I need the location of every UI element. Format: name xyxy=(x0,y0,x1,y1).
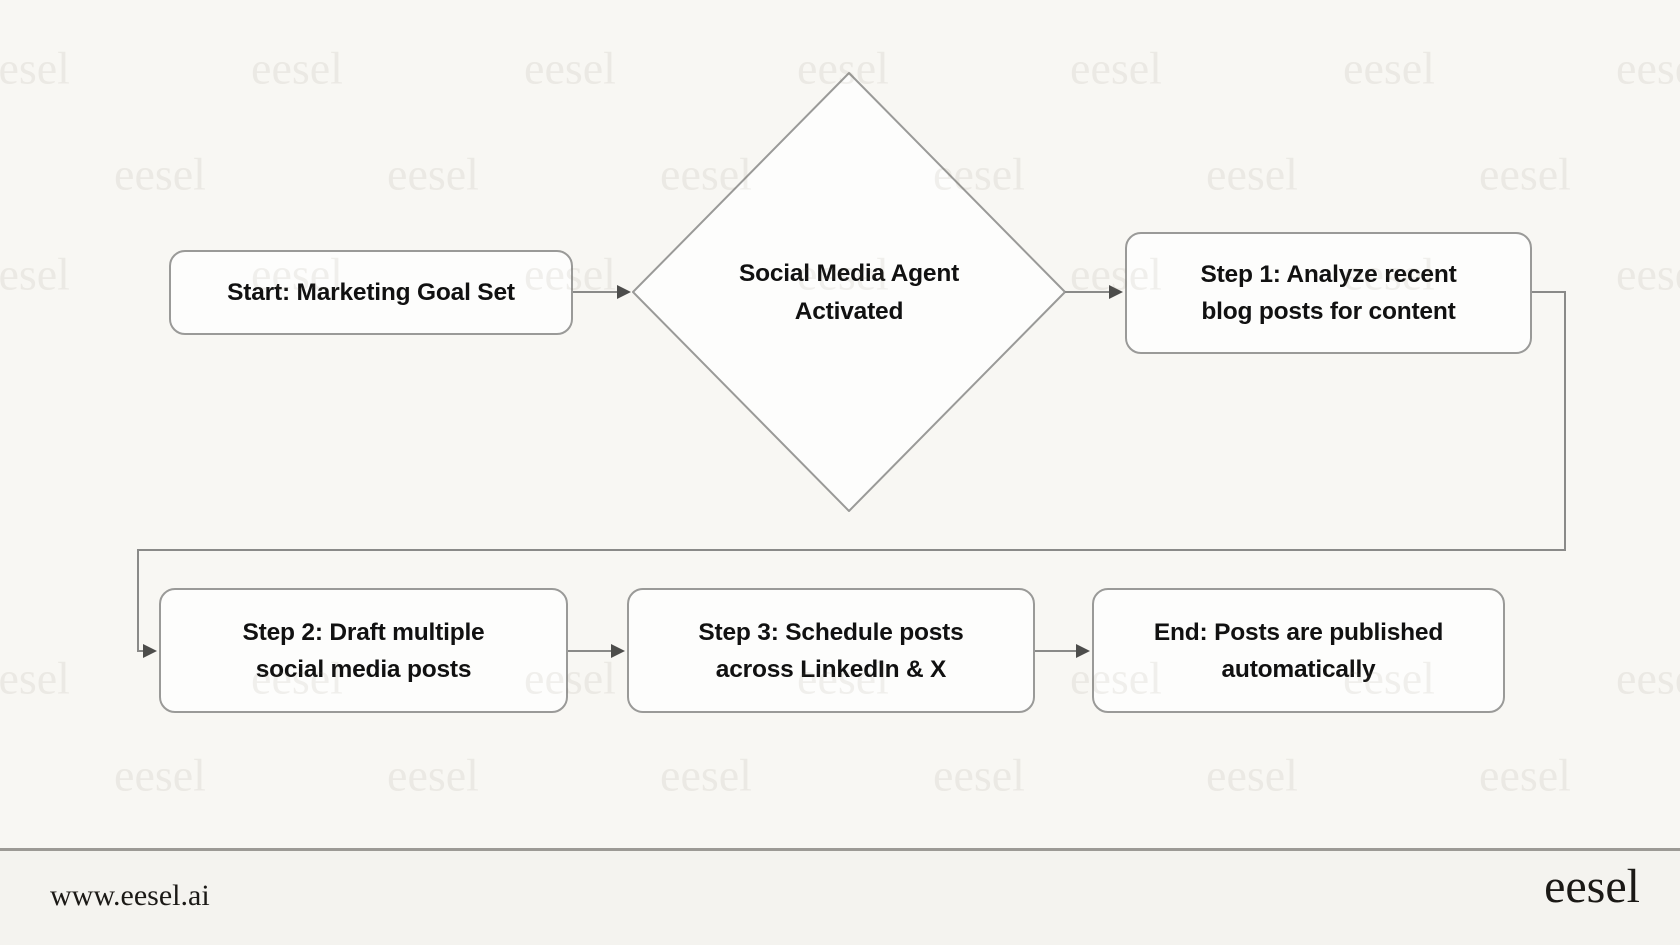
end-label-line2: automatically xyxy=(1221,655,1376,683)
footer: www.eesel.ai eesel xyxy=(0,851,1680,945)
step2-node: Step 2: Draft multiple social media post… xyxy=(159,588,568,713)
decision-label-line1: Social Media Agent xyxy=(738,260,960,287)
footer-divider xyxy=(0,848,1680,851)
connector-step1-to-step2 xyxy=(137,291,1566,652)
decision-diamond xyxy=(632,72,1066,512)
step3-label-line1: Step 3: Schedule posts xyxy=(698,618,964,646)
arrowhead-into-step3 xyxy=(611,644,625,658)
step2-label-line2: social media posts xyxy=(255,655,472,683)
brand-logo: eesel xyxy=(1544,860,1640,913)
step2-label-line1: Step 2: Draft multiple xyxy=(242,618,485,646)
arrowhead-into-decision xyxy=(617,285,631,299)
end-label-line1: End: Posts are published xyxy=(1153,618,1444,646)
decision-label-line2: Activated xyxy=(794,297,904,325)
step1-label-line2: blog posts for content xyxy=(1201,298,1456,325)
start-node: Start: Marketing Goal Set xyxy=(169,250,573,335)
step3-label-line2: across LinkedIn & X xyxy=(715,655,947,683)
end-node: End: Posts are published automatically xyxy=(1092,588,1505,713)
arrowhead-into-end xyxy=(1076,644,1090,658)
start-node-label: Start: Marketing Goal Set xyxy=(227,279,515,306)
arrowhead-into-step2 xyxy=(143,644,157,658)
connector-lines xyxy=(137,72,1566,658)
arrowhead-into-step1 xyxy=(1109,285,1123,299)
step1-node: Step 1: Analyze recent blog posts for co… xyxy=(1125,232,1532,354)
step1-label-line1: Step 1: Analyze recent xyxy=(1200,261,1457,288)
step3-node: Step 3: Schedule posts across LinkedIn &… xyxy=(627,588,1035,713)
website-url: www.eesel.ai xyxy=(50,879,210,912)
decision-node-label: Social Media Agent Activated xyxy=(649,255,1049,330)
